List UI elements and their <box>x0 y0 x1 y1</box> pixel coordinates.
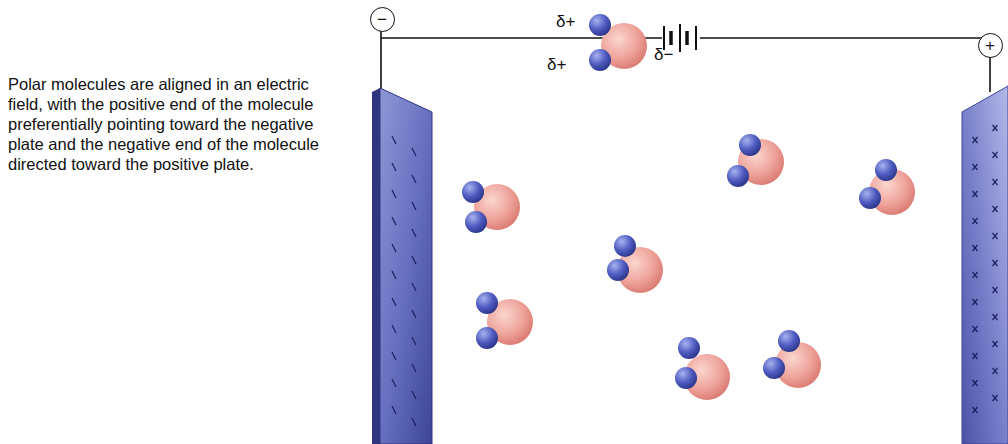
charge-mark <box>412 229 416 237</box>
charge-mark <box>973 326 978 332</box>
charge-label: δ− <box>654 46 673 63</box>
charge-mark <box>993 233 998 239</box>
charge-mark <box>973 353 978 359</box>
hydrogen-atom <box>675 367 697 389</box>
charge-mark <box>412 364 416 372</box>
hydrogen-atom <box>875 159 897 181</box>
hydrogen-atom <box>476 327 498 349</box>
charge-mark <box>392 406 396 414</box>
charge-mark <box>412 256 416 264</box>
charge-mark <box>973 380 978 386</box>
charge-mark <box>392 163 396 171</box>
charge-mark <box>392 190 396 198</box>
charge-mark <box>412 202 416 210</box>
hydrogen-atom <box>678 337 700 359</box>
charge-mark <box>973 137 978 143</box>
hydrogen-atom <box>465 211 487 233</box>
charge-mark <box>973 191 978 197</box>
hydrogen-atom <box>778 330 800 352</box>
hydrogen-atom <box>763 357 785 379</box>
charge-mark <box>412 175 416 183</box>
charge-mark <box>993 341 998 347</box>
charge-mark <box>392 298 396 306</box>
water-molecule <box>675 337 730 400</box>
hydrogen-atom <box>462 181 484 203</box>
charge-mark <box>993 206 998 212</box>
charge-mark <box>412 310 416 318</box>
water-molecule <box>589 14 647 71</box>
charge-mark <box>392 136 396 144</box>
hydrogen-atom <box>739 134 761 156</box>
positive-plate <box>962 86 1008 444</box>
charge-mark <box>993 395 998 401</box>
charge-mark <box>412 391 416 399</box>
negative-plate <box>372 88 432 444</box>
hydrogen-atom <box>476 292 498 314</box>
wire <box>380 30 382 94</box>
caption: Polar molecules are aligned in an electr… <box>8 74 330 174</box>
charge-label: δ+ <box>547 56 566 73</box>
wire <box>700 38 990 92</box>
hydrogen-atom <box>607 259 629 281</box>
charge-mark <box>412 337 416 345</box>
charge-mark <box>993 152 998 158</box>
charge-marks <box>973 125 998 413</box>
charge-mark <box>973 218 978 224</box>
charge-mark <box>993 314 998 320</box>
charge-mark <box>392 325 396 333</box>
polarity-sign: + <box>985 37 995 54</box>
charge-mark <box>392 217 396 225</box>
charge-mark <box>973 272 978 278</box>
hydrogen-atom <box>589 49 611 71</box>
charge-mark <box>993 368 998 374</box>
charge-label: δ+ <box>556 13 575 30</box>
water-molecule <box>607 235 663 293</box>
water-molecule <box>727 134 784 187</box>
charge-mark <box>412 148 416 156</box>
terminal-circle: + <box>978 33 1003 58</box>
charge-mark <box>973 299 978 305</box>
water-molecule <box>476 292 533 349</box>
charge-mark <box>993 125 998 131</box>
charge-mark <box>993 179 998 185</box>
terminal-circle: − <box>370 7 395 32</box>
hydrogen-atom <box>589 14 611 36</box>
charge-mark <box>392 352 396 360</box>
charge-mark <box>973 407 978 413</box>
wire <box>381 30 990 94</box>
charge-mark <box>392 379 396 387</box>
water-molecule <box>462 181 520 233</box>
hydrogen-atom <box>614 235 636 257</box>
charge-mark <box>973 245 978 251</box>
polarity-sign: − <box>377 11 387 28</box>
charge-mark <box>412 283 416 291</box>
charge-mark <box>392 244 396 252</box>
hydrogen-atom <box>727 165 749 187</box>
water-molecule <box>859 159 915 215</box>
water-molecules <box>462 14 915 400</box>
charge-mark <box>973 164 978 170</box>
charge-mark <box>993 260 998 266</box>
charge-mark <box>412 418 416 426</box>
hydrogen-atom <box>859 187 881 209</box>
charge-marks <box>392 136 416 426</box>
water-molecule <box>763 330 821 388</box>
charge-mark <box>392 271 396 279</box>
charge-mark <box>993 287 998 293</box>
